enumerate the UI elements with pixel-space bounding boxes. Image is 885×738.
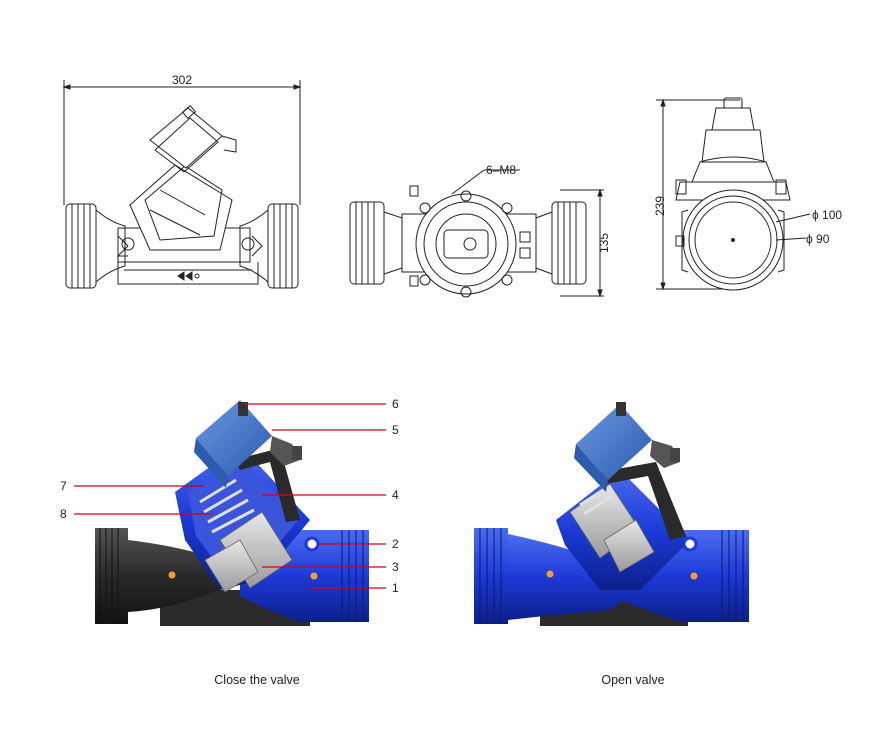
callout-6: 6	[392, 397, 399, 411]
callout-3: 3	[392, 560, 399, 574]
open-valve-caption: Open valve	[601, 673, 665, 687]
callout-2: 2	[392, 537, 399, 551]
closed-valve-caption: Close the valve	[214, 673, 300, 687]
end-view-drawing	[656, 97, 811, 291]
side-view-drawing	[62, 80, 302, 289]
side-height-dimension-label: 135	[597, 233, 611, 253]
end-height-dimension-label: 239	[653, 196, 667, 216]
callout-5: 5	[392, 423, 399, 437]
open-valve-cutaway	[474, 402, 749, 626]
outer-diameter-label: ϕ 100	[812, 208, 842, 222]
closed-valve-cutaway	[95, 400, 369, 626]
callout-lines	[74, 403, 386, 589]
callout-4: 4	[392, 488, 399, 502]
callout-1: 1	[392, 581, 399, 595]
callout-7: 7	[60, 479, 67, 493]
callout-8: 8	[60, 507, 67, 521]
width-dimension-label: 302	[172, 73, 192, 87]
bolt-spec-label: 6–M8	[486, 163, 516, 177]
top-view-drawing	[349, 169, 604, 298]
inner-diameter-label: ϕ 90	[806, 232, 830, 246]
